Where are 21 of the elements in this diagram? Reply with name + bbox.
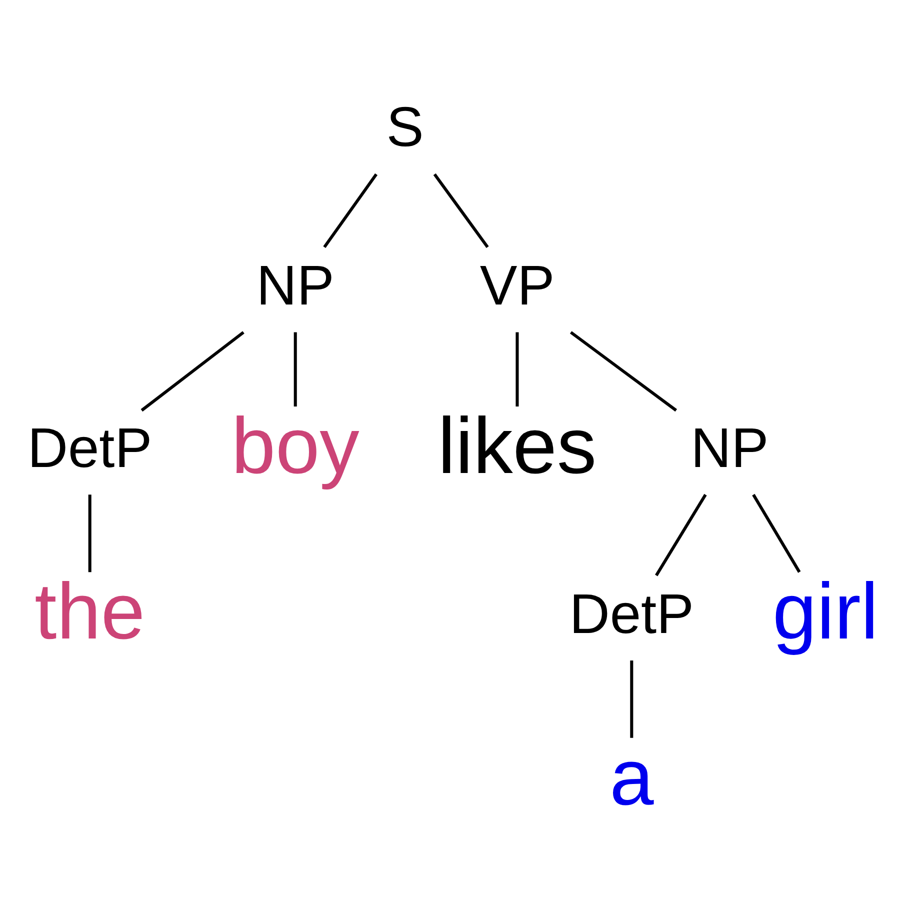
connector <box>294 332 297 406</box>
connector <box>140 331 244 412</box>
node-text: S <box>386 94 424 158</box>
connector <box>655 494 707 576</box>
node-text: the <box>34 566 146 656</box>
connector <box>630 660 634 738</box>
node-text: girl <box>772 566 878 656</box>
node-text: likes <box>438 400 597 490</box>
connector <box>323 173 378 248</box>
node-text: NP <box>256 254 334 317</box>
node-text: a <box>610 732 654 822</box>
node-text: NP <box>690 416 769 479</box>
node-text: DetP <box>569 582 694 645</box>
connector <box>752 494 801 573</box>
connector <box>570 331 678 412</box>
connector <box>88 494 92 572</box>
node-text: DetP <box>28 416 152 479</box>
connector <box>516 332 519 406</box>
connector <box>433 173 489 248</box>
node-text: VP <box>480 254 555 317</box>
node-text: boy <box>231 400 360 490</box>
